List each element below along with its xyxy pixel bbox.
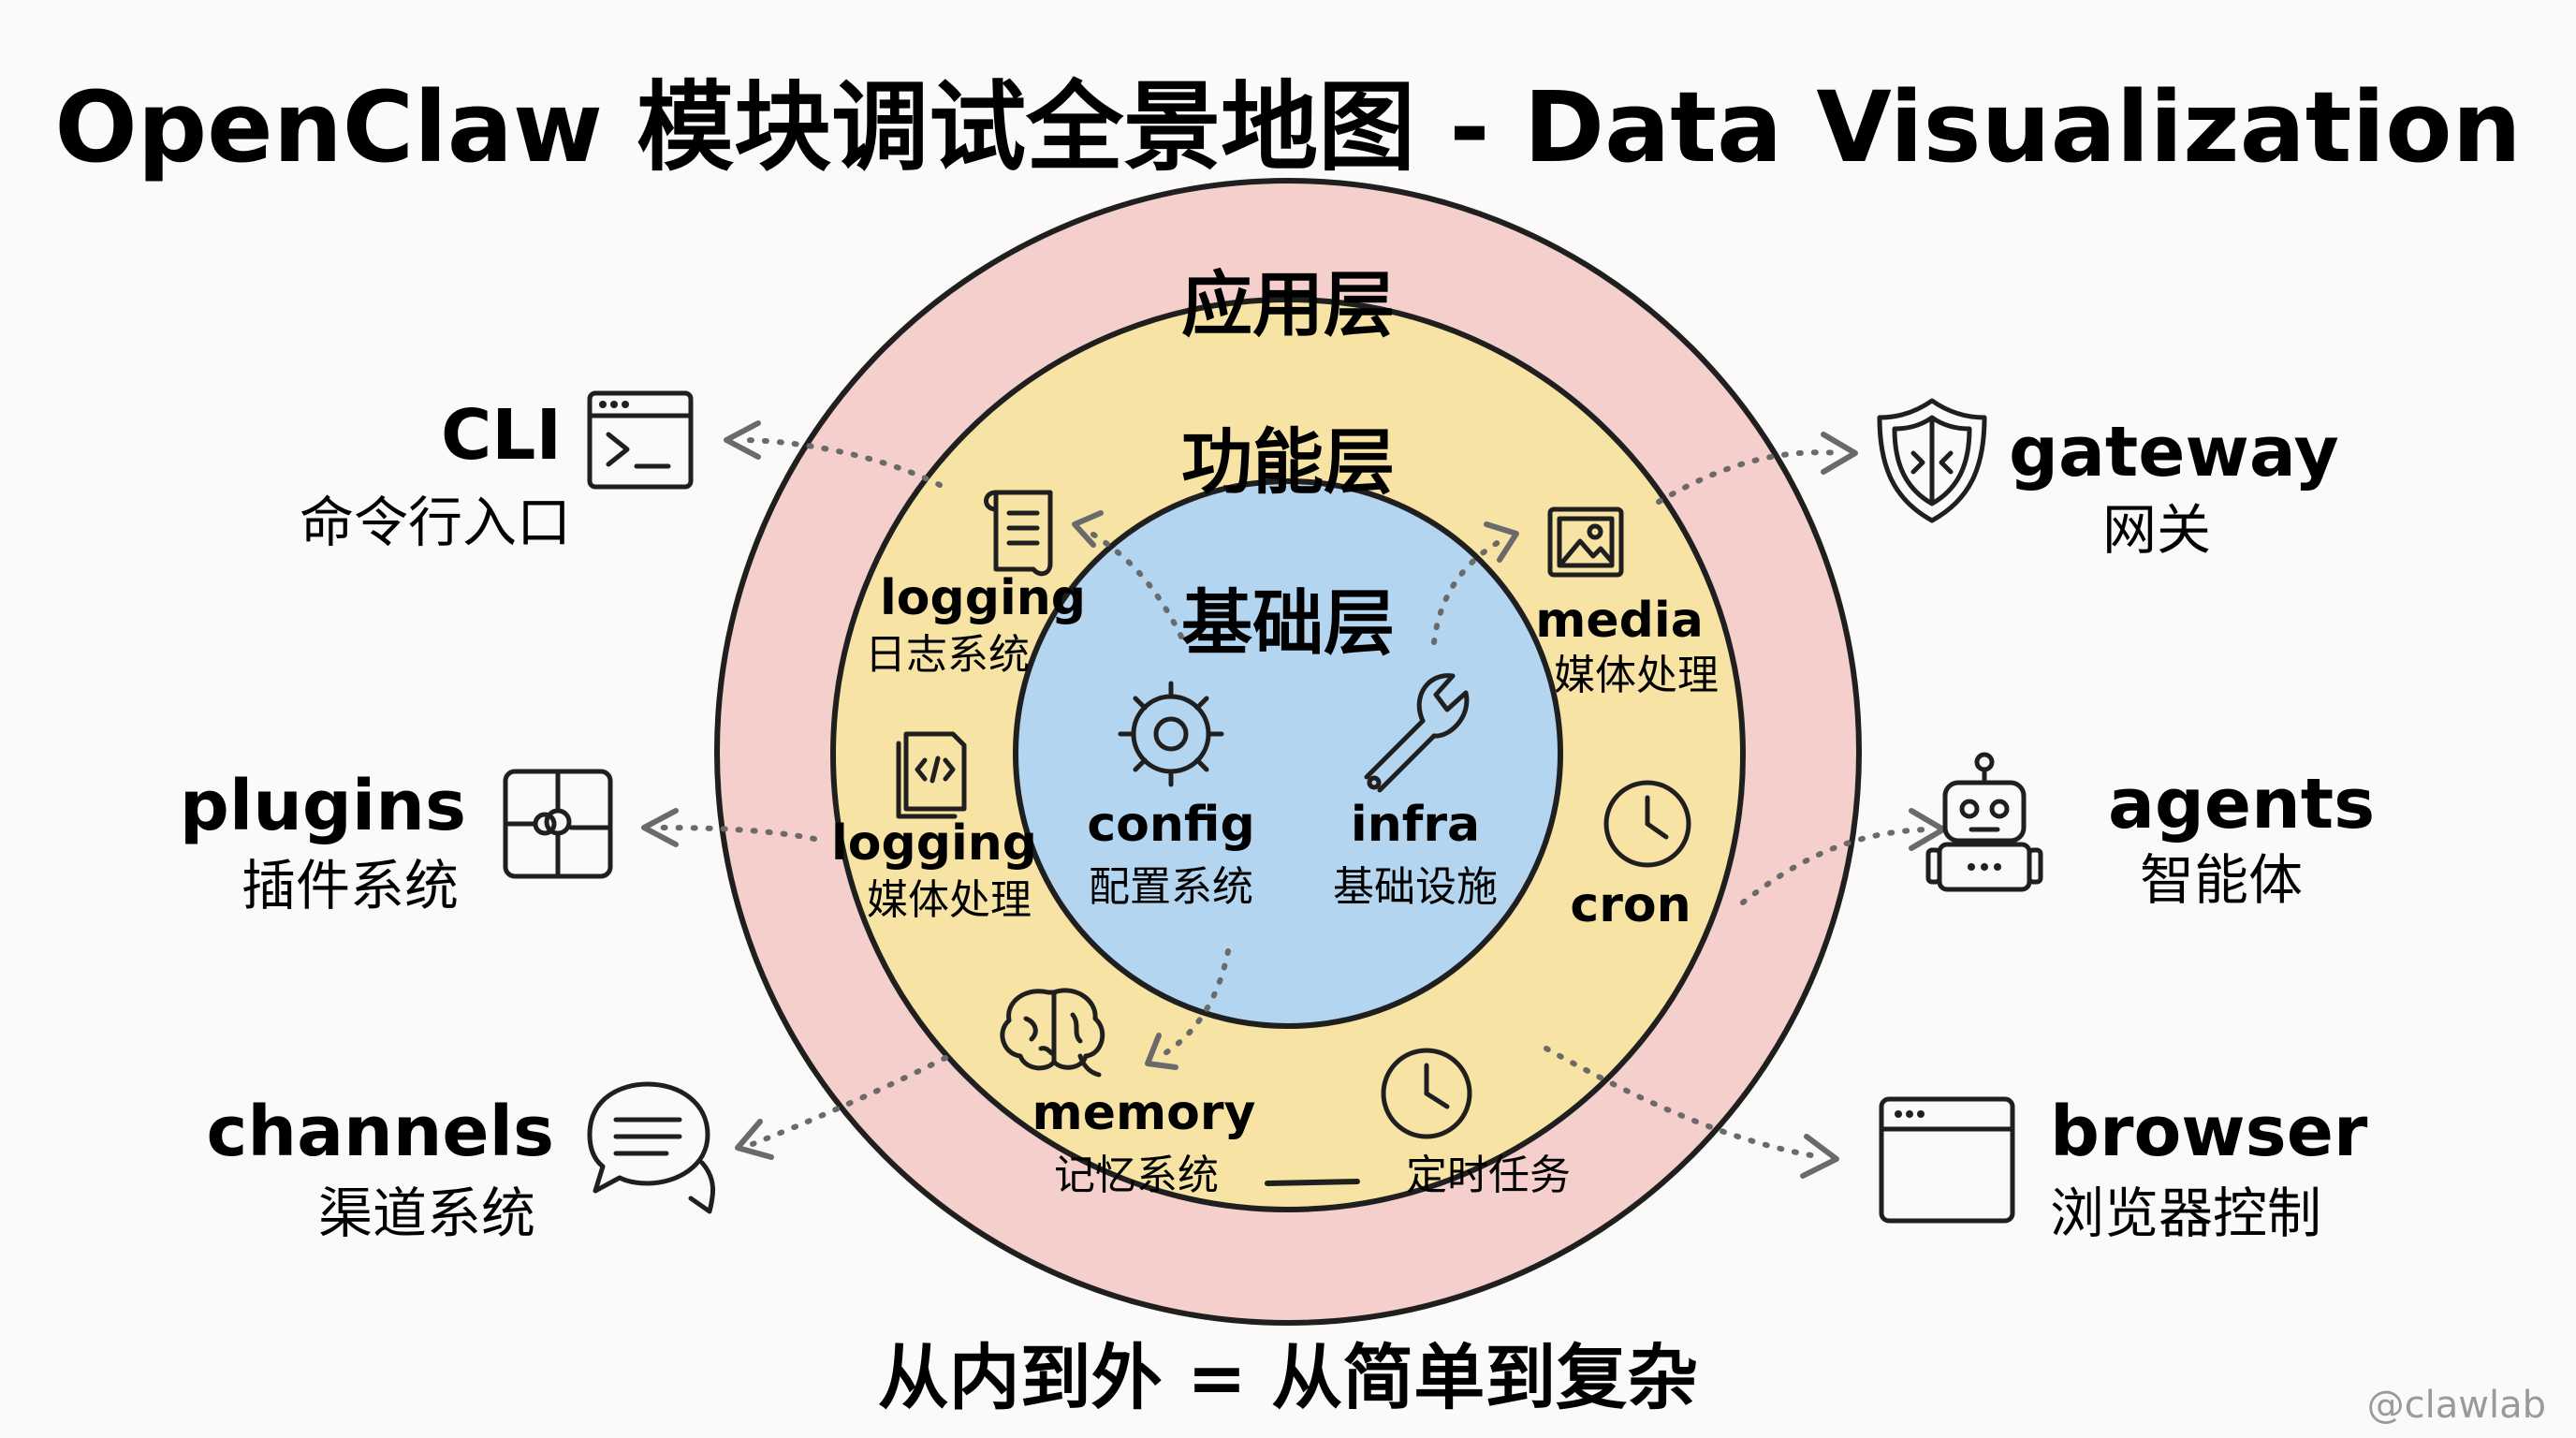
browser-window-icon — [1879, 1096, 2015, 1224]
logging-2-label: logging — [831, 815, 1037, 872]
external-module-channels: channels 渠道系统 — [207, 1081, 715, 1245]
external-module-plugins: plugins 插件系统 — [180, 766, 613, 917]
external-module-gateway: gateway 网关 — [1877, 398, 2339, 562]
external-module-cli: CLI 命令行入口 — [300, 390, 694, 554]
layer-label-foundation: 基础层 — [1181, 581, 1395, 665]
media-desc: 媒体处理 — [1554, 652, 1719, 699]
scroll-icon — [984, 490, 1053, 577]
core-foundation-layer — [1013, 478, 1563, 1029]
media-label: media — [1535, 593, 1704, 649]
cli-desc: 命令行入口 — [300, 491, 571, 554]
channels-label: channels — [207, 1092, 554, 1172]
middle-module-logging-media: logging 媒体处理 — [831, 731, 1037, 924]
watermark: @clawlab — [2367, 1384, 2546, 1427]
layer-label-function: 功能层 — [1181, 420, 1395, 504]
logging-desc: 日志系统 — [865, 631, 1030, 679]
middle-module-media: media 媒体处理 — [1535, 506, 1719, 699]
brain-icon — [1000, 988, 1105, 1078]
channels-desc: 渠道系统 — [318, 1181, 535, 1245]
image-icon — [1547, 506, 1624, 578]
footer-caption: 从内到外 = 从简单到复杂 — [878, 1336, 1699, 1419]
middle-module-cron: cron — [1570, 780, 1691, 933]
agents-desc: 智能体 — [2140, 848, 2303, 912]
browser-label: browser — [2050, 1092, 2368, 1172]
cli-label: CLI — [441, 395, 562, 476]
middle-module-logging: logging 日志系统 — [865, 490, 1086, 679]
infra-desc: 基础设施 — [1333, 863, 1498, 911]
memory-desc: 记忆系统 — [1054, 1152, 1219, 1199]
config-desc: 配置系统 — [1089, 863, 1253, 911]
external-module-browser: browser 浏览器控制 — [1879, 1092, 2368, 1245]
internal-arrows — [1072, 510, 1519, 1070]
plugins-desc: 插件系统 — [242, 854, 459, 917]
logging-label: logging — [880, 570, 1086, 626]
code-file-icon — [896, 731, 967, 819]
gear-icon — [1118, 681, 1224, 787]
core-module-config: config 配置系统 — [1087, 681, 1255, 911]
middle-module-scheduled-tasks: 定时任务 — [1381, 1048, 1571, 1199]
robot-icon — [1925, 752, 2043, 892]
chat-bubble-icon — [587, 1081, 715, 1214]
scheduled-tasks-desc: 定时任务 — [1406, 1152, 1571, 1199]
config-label: config — [1087, 797, 1254, 853]
browser-desc: 浏览器控制 — [2050, 1181, 2321, 1245]
clock-icon — [1603, 780, 1691, 868]
clock-icon — [1381, 1048, 1472, 1139]
gateway-desc: 网关 — [2102, 498, 2211, 562]
page-title: OpenClaw 模块调试全景地图 - Data Visualization — [54, 70, 2521, 184]
gateway-label: gateway — [2009, 412, 2339, 492]
memory-schedule-connector — [1265, 1179, 1360, 1186]
puzzle-icon — [503, 769, 613, 879]
plugins-label: plugins — [180, 766, 466, 846]
infra-label: infra — [1351, 797, 1480, 853]
logging-2-desc: 媒体处理 — [867, 876, 1032, 924]
wrench-icon — [1364, 673, 1470, 793]
memory-label: memory — [1032, 1085, 1256, 1141]
cron-label: cron — [1570, 877, 1690, 933]
core-module-infra: infra 基础设施 — [1333, 673, 1498, 911]
terminal-icon — [587, 390, 694, 490]
external-module-agents: agents 智能体 — [1925, 752, 2375, 912]
middle-module-memory: memory 记忆系统 — [1000, 988, 1256, 1199]
shield-icon — [1877, 398, 1987, 523]
agents-label: agents — [2108, 764, 2375, 844]
layer-label-application: 应用层 — [1181, 263, 1395, 346]
